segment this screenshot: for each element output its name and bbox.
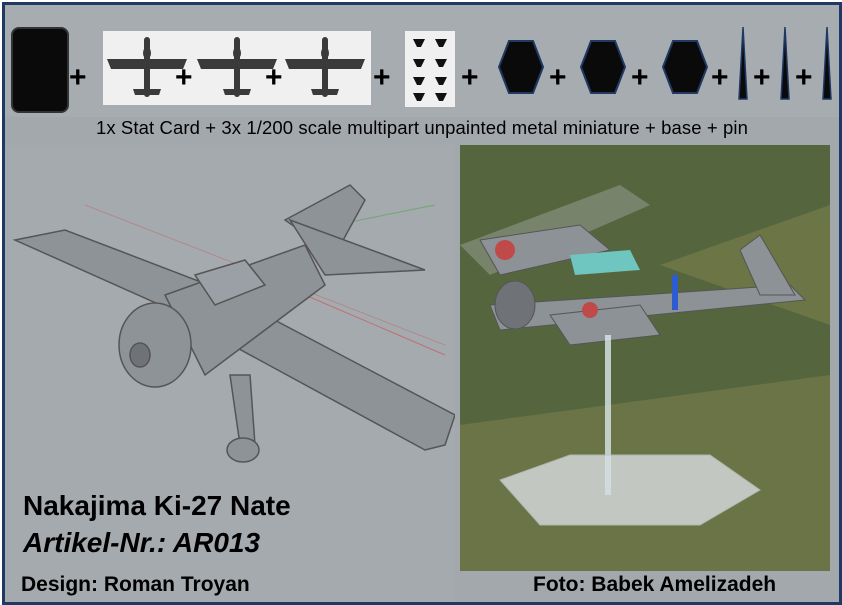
hexagon-base-icon bbox=[497, 40, 545, 94]
plus-sign: + bbox=[69, 61, 87, 94]
pin-icon bbox=[780, 26, 790, 100]
painted-model-photo bbox=[460, 145, 830, 571]
contents-caption: 1x Stat Card + 3x 1/200 scale multipart … bbox=[95, 117, 749, 138]
plus-sign: + bbox=[753, 61, 771, 94]
components-row: + bbox=[5, 5, 839, 117]
cad-render-image bbox=[5, 145, 456, 602]
hexagon-base-icon bbox=[661, 40, 709, 94]
pin-icon bbox=[822, 26, 832, 100]
plus-sign: + bbox=[175, 61, 193, 94]
article-number: Artikel-Nr.: AR013 bbox=[23, 527, 261, 558]
plus-sign: + bbox=[631, 61, 649, 94]
plus-sign: + bbox=[461, 61, 479, 94]
plus-sign: + bbox=[265, 61, 283, 94]
plus-sign: + bbox=[373, 61, 391, 94]
plane-miniature-icon bbox=[107, 37, 365, 97]
design-credit: Design: Roman Troyan bbox=[21, 573, 250, 596]
miniature-images bbox=[103, 31, 371, 105]
photo-credit: Foto: Babek Amelizadeh bbox=[533, 573, 777, 596]
product-name: Nakajima Ki-27 Nate bbox=[23, 490, 291, 521]
pin-icon bbox=[738, 26, 748, 100]
stat-card-icon bbox=[11, 27, 69, 113]
plus-sign: + bbox=[549, 61, 567, 94]
plus-sign: + bbox=[795, 61, 813, 94]
hexagon-base-icon bbox=[579, 40, 627, 94]
plus-sign: + bbox=[711, 61, 729, 94]
parts-icon bbox=[405, 31, 455, 107]
